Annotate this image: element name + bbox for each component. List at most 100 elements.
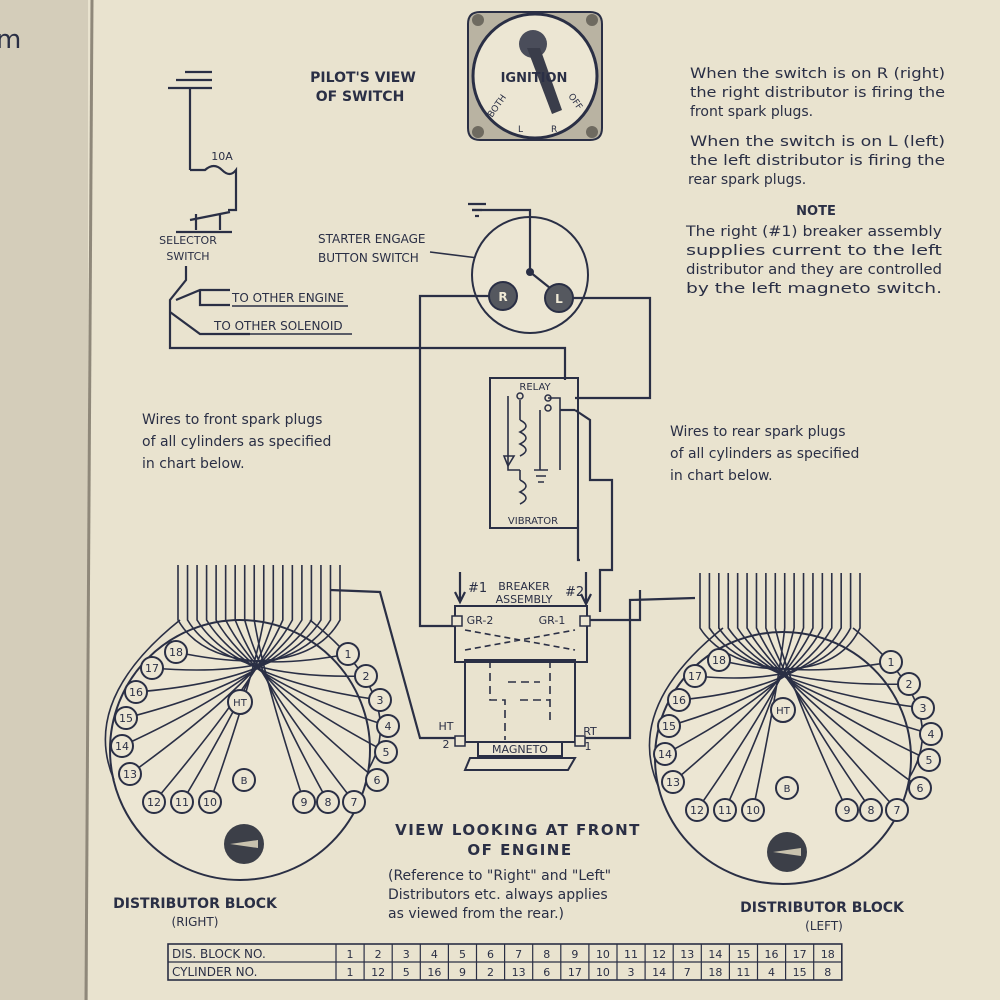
- dist-left-terminal-label: 3: [920, 702, 927, 715]
- dist-left-wire: [724, 573, 795, 811]
- breaker-label-2: ASSEMBLY: [496, 593, 553, 606]
- ignition-l: L: [518, 125, 523, 135]
- dist-right-terminal: [368, 688, 392, 712]
- magneto-switch-box: R L: [468, 202, 589, 334]
- breaker-label-1: BREAKER: [498, 580, 550, 593]
- rear-wires-caption: Wires to rear spark plugs of all cylinde…: [670, 424, 859, 484]
- starter-label-1: STARTER ENGAGE: [318, 232, 426, 246]
- breaker-2-label: #2: [565, 585, 584, 600]
- dist-left-wire: [727, 573, 932, 735]
- dist-right-terminal: [124, 680, 148, 704]
- dist-left-ht-label: HT: [776, 706, 791, 717]
- note-para3-line1: The right (#1) breaker assembly: [685, 224, 942, 240]
- dist-left-terminal-label: 9: [844, 804, 851, 817]
- dist-right-terminal-label: 13: [123, 768, 137, 781]
- dist-right-wire: [253, 565, 305, 803]
- dist-right-terminal: [316, 790, 340, 814]
- table-row-label-cylinder: CYLINDER NO.: [172, 965, 257, 979]
- dist-left-terminal: [897, 672, 921, 696]
- table-cell-cylinder: 17: [568, 966, 582, 979]
- dist-right-terminal-label: 8: [325, 796, 332, 809]
- note-para2-line1: When the switch is on L (left): [690, 134, 945, 150]
- dist-left-terminal-label: 7: [894, 804, 901, 817]
- note-para1-line1: When the switch is on R (right): [690, 66, 945, 82]
- dist-left-terminal: [661, 770, 685, 794]
- dist-right-wire: [125, 565, 313, 719]
- dist-left-terminal-label: 11: [718, 804, 732, 817]
- dist-right-terminal: [170, 790, 194, 814]
- dist-right-terminal: [336, 642, 360, 666]
- starter-label-2: BUTTON SWITCH: [318, 251, 419, 265]
- dist-right-terminal-label: 17: [145, 662, 159, 675]
- dist-left-terminal: [859, 798, 883, 822]
- firing-order-table: DIS. BLOCK NO.CYLINDER NO.11212354165962…: [167, 943, 843, 981]
- table-cell-cylinder: 15: [793, 966, 807, 979]
- dist-right-wire: [175, 565, 341, 662]
- breaker-1-label: #1: [468, 581, 487, 596]
- dist-left-wire: [755, 573, 898, 811]
- control-circuit: 10A SELECTOR SWITCH TO OTHER ENGINE TO O…: [159, 70, 567, 380]
- table-cell-cylinder: 13: [512, 966, 526, 979]
- switch-view-title-1: PILOT'S VIEW: [310, 70, 416, 86]
- rt-num: 1: [585, 740, 592, 753]
- dist-right-ht-label: HT: [233, 698, 248, 709]
- table-cell-block: 8: [543, 948, 550, 961]
- other-solenoid-label: TO OTHER SOLENOID: [213, 319, 343, 333]
- relay-label: RELAY: [519, 382, 551, 393]
- table-cell-cylinder: 2: [487, 966, 494, 979]
- dist-left-terminal: [683, 664, 707, 688]
- dist-right-wire: [224, 565, 378, 781]
- dist-left-terminal-label: 14: [658, 748, 672, 761]
- dist-right-terminal: [142, 790, 166, 814]
- switch-l-label: L: [555, 292, 563, 306]
- ignition-title: IGNITION: [501, 71, 568, 86]
- other-engine-label: TO OTHER ENGINE: [231, 291, 344, 305]
- table-cell-block: 11: [624, 948, 638, 961]
- dist-left-sub: (LEFT): [805, 919, 843, 933]
- corner-glyph: m: [0, 25, 21, 55]
- dist-left-terminal-label: 4: [928, 728, 935, 741]
- dist-right-terminal-label: 11: [175, 796, 189, 809]
- dist-right-terminal-label: 10: [203, 796, 217, 809]
- left-page-strip: [0, 0, 95, 1000]
- table-cell-block: 13: [680, 948, 694, 961]
- table-cell-cylinder: 1: [347, 966, 354, 979]
- dist-right-terminal-label: 12: [147, 796, 161, 809]
- dist-right-wire: [121, 565, 303, 747]
- view-note-3: as viewed from the rear.): [388, 906, 564, 922]
- note-heading: NOTE: [796, 204, 836, 219]
- dist-right-terminal-label: 5: [383, 746, 390, 759]
- selector-label-1: SELECTOR: [159, 234, 217, 247]
- table-cell-block: 12: [652, 948, 666, 961]
- dist-left-wire: [746, 573, 921, 789]
- dist-right-wire: [135, 565, 322, 693]
- table-cell-block: 18: [821, 948, 835, 961]
- vibrator-label: VIBRATOR: [508, 516, 558, 527]
- table-cell-cylinder: 4: [768, 966, 775, 979]
- dist-left-ht-terminal: [770, 697, 796, 723]
- ht-num: 2: [443, 738, 450, 751]
- rear-wires-line1: Wires to rear spark plugs: [670, 424, 846, 440]
- dist-left-title: DISTRIBUTOR BLOCK: [740, 900, 905, 916]
- table-cell-block: 3: [403, 948, 410, 961]
- dist-left-terminal-label: 1: [888, 656, 895, 669]
- dist-left-wire: [668, 573, 833, 727]
- front-wires-line3: in chart below.: [142, 456, 245, 472]
- table-cell-cylinder: 11: [736, 966, 750, 979]
- magneto-label: MAGNETO: [492, 743, 548, 756]
- dist-right-terminal-label: 6: [374, 774, 381, 787]
- dist-left-terminal-label: 6: [917, 782, 924, 795]
- dist-right-terminal-label: 15: [119, 712, 133, 725]
- table-cell-cylinder: 8: [824, 966, 831, 979]
- ignition-r: R: [551, 125, 557, 135]
- dist-right-wire: [129, 565, 294, 775]
- dist-left-terminal-label: 17: [688, 670, 702, 683]
- dist-left-terminal-label: 15: [662, 720, 676, 733]
- dist-right-b-terminal: [232, 768, 256, 792]
- dist-left-terminal-label: 18: [712, 654, 726, 667]
- dist-right-terminal-label: 1: [345, 648, 352, 661]
- rt-label: RT: [583, 725, 597, 738]
- dist-left-wire: [664, 573, 824, 755]
